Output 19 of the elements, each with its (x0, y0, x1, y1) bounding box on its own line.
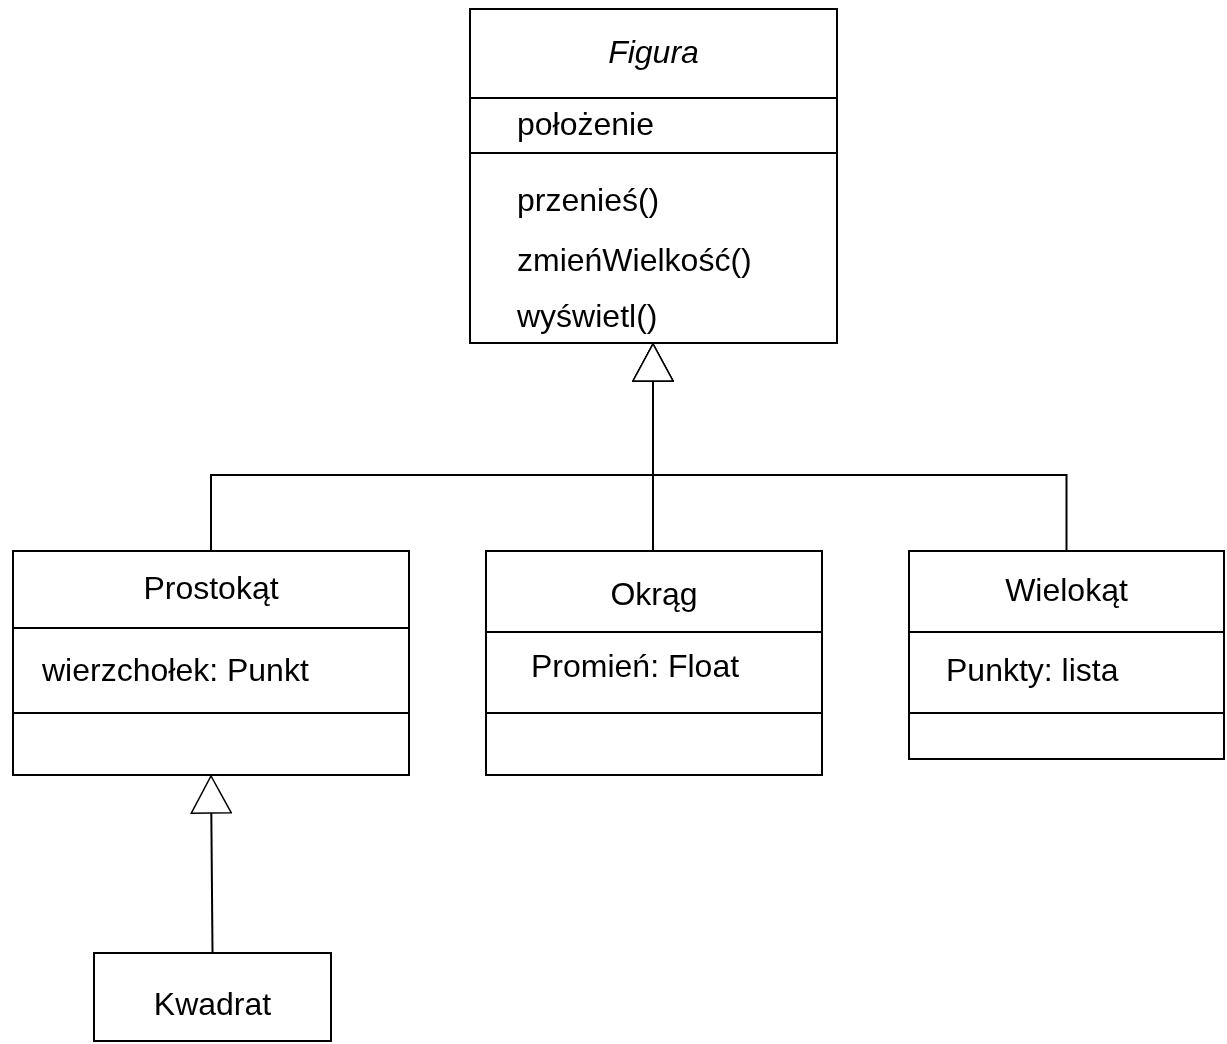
attribute-text: wierzchołek: Punkt (42, 651, 309, 690)
attribute-text: Promień: Float (531, 647, 740, 686)
class-box (908, 550, 1225, 760)
method-text: zmieńWielkość() (517, 241, 752, 280)
method-text: przenieś() (517, 181, 660, 220)
class-box (485, 550, 823, 776)
class-box (469, 8, 838, 344)
attribute-text: Punkty: lista (946, 651, 1119, 690)
class-name: Okrąg (609, 575, 699, 614)
class-name: Prostokąt (142, 569, 280, 608)
class-name: Kwadrat (152, 985, 273, 1024)
class-name: Wielokąt (1004, 571, 1129, 610)
inheritance-arrow (632, 343, 1068, 551)
class-box (12, 550, 410, 776)
inheritance-arrow (190, 775, 233, 953)
class-name: Figura (607, 33, 700, 72)
class-box (93, 952, 332, 1042)
method-text: wyświetl() (517, 297, 658, 336)
attribute-text: położenie (517, 105, 654, 144)
